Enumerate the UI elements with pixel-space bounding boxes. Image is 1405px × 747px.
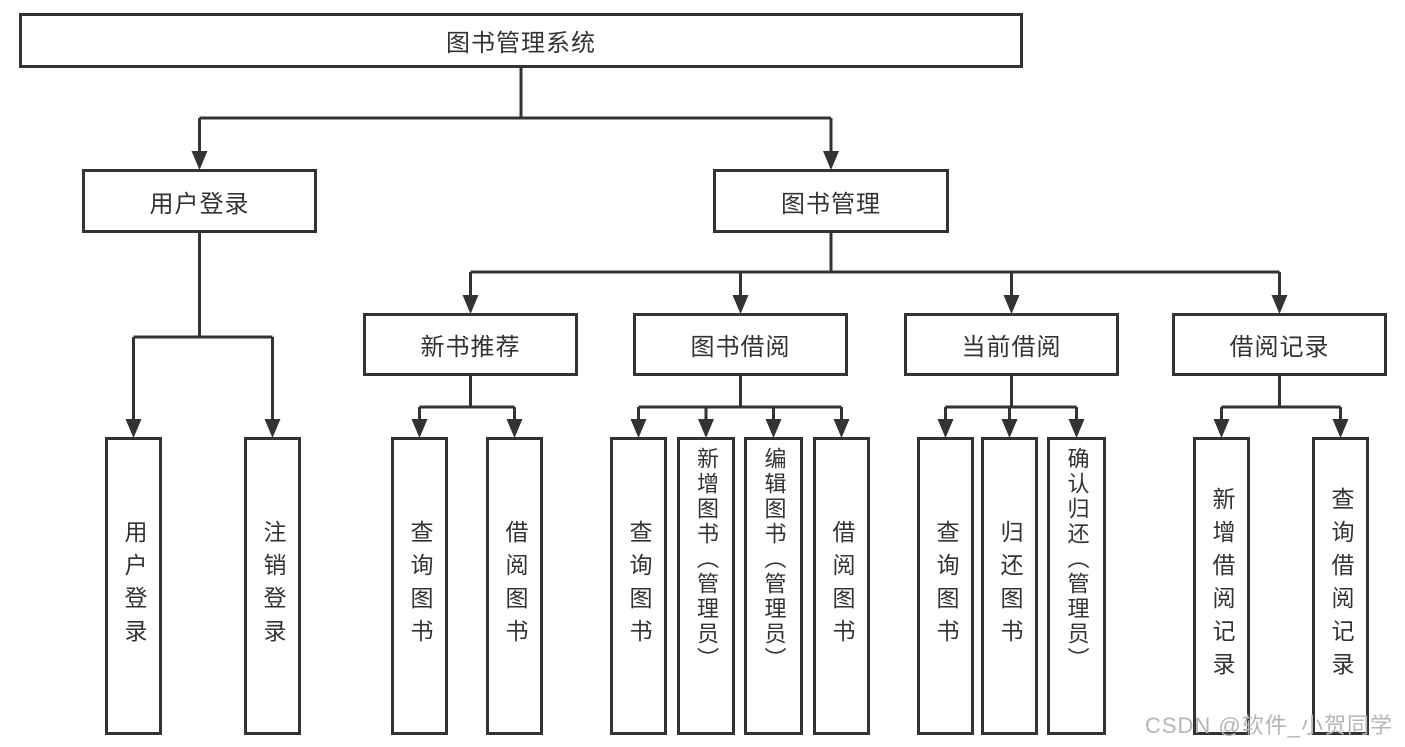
leaf-return-book: 归还图书 — [981, 437, 1038, 735]
node-new-book-recommend: 新书推荐 — [363, 313, 578, 376]
csdn-watermark: CSDN @软件_小贺同学 — [1144, 713, 1393, 738]
leaf-edit-book-admin: 编辑图书（管理员） — [744, 437, 803, 735]
leaf-add-borrow-record: 新增借阅记录 — [1193, 437, 1250, 735]
leaf-query-borrow-record: 查询借阅记录 — [1312, 437, 1369, 735]
leaf-label: 借阅图书 — [502, 520, 528, 652]
leaf-label: 用户登录 — [121, 520, 147, 652]
leaf-label: 借阅图书 — [829, 520, 855, 652]
leaf-label: 确认归还（管理员） — [1064, 447, 1090, 672]
node-book-borrow: 图书借阅 — [633, 313, 848, 376]
leaf-label: 查询借阅记录 — [1328, 487, 1354, 685]
node-borrow-records: 借阅记录 — [1172, 313, 1387, 376]
leaf-borrow-books-2: 借阅图书 — [813, 437, 870, 735]
node-book-management: 图书管理 — [713, 169, 949, 233]
leaf-borrow-books-1: 借阅图书 — [486, 437, 543, 735]
leaf-label: 新增借阅记录 — [1209, 487, 1235, 685]
node-user-login: 用户登录 — [82, 169, 317, 233]
arrowheads — [125, 151, 1349, 438]
leaf-query-books-3: 查询图书 — [917, 437, 974, 735]
node-library-system: 图书管理系统 — [19, 13, 1023, 68]
leaf-confirm-return-admin: 确认归还（管理员） — [1047, 437, 1106, 735]
leaf-label: 编辑图书（管理员） — [761, 447, 787, 672]
leaf-label: 查询图书 — [407, 520, 433, 652]
leaf-label: 查询图书 — [933, 520, 959, 652]
leaf-query-books-2: 查询图书 — [610, 437, 667, 735]
leaf-add-book-admin: 新增图书（管理员） — [677, 437, 735, 735]
node-current-borrow: 当前借阅 — [904, 313, 1119, 376]
leaf-label: 新增图书（管理员） — [694, 447, 719, 672]
leaf-query-books-1: 查询图书 — [391, 437, 448, 735]
leaf-label: 查询图书 — [626, 520, 652, 652]
leaf-logout: 注销登录 — [244, 437, 301, 735]
leaf-label: 注销登录 — [260, 520, 286, 652]
leaf-label: 归还图书 — [997, 520, 1023, 652]
leaf-user-login: 用户登录 — [105, 437, 162, 735]
